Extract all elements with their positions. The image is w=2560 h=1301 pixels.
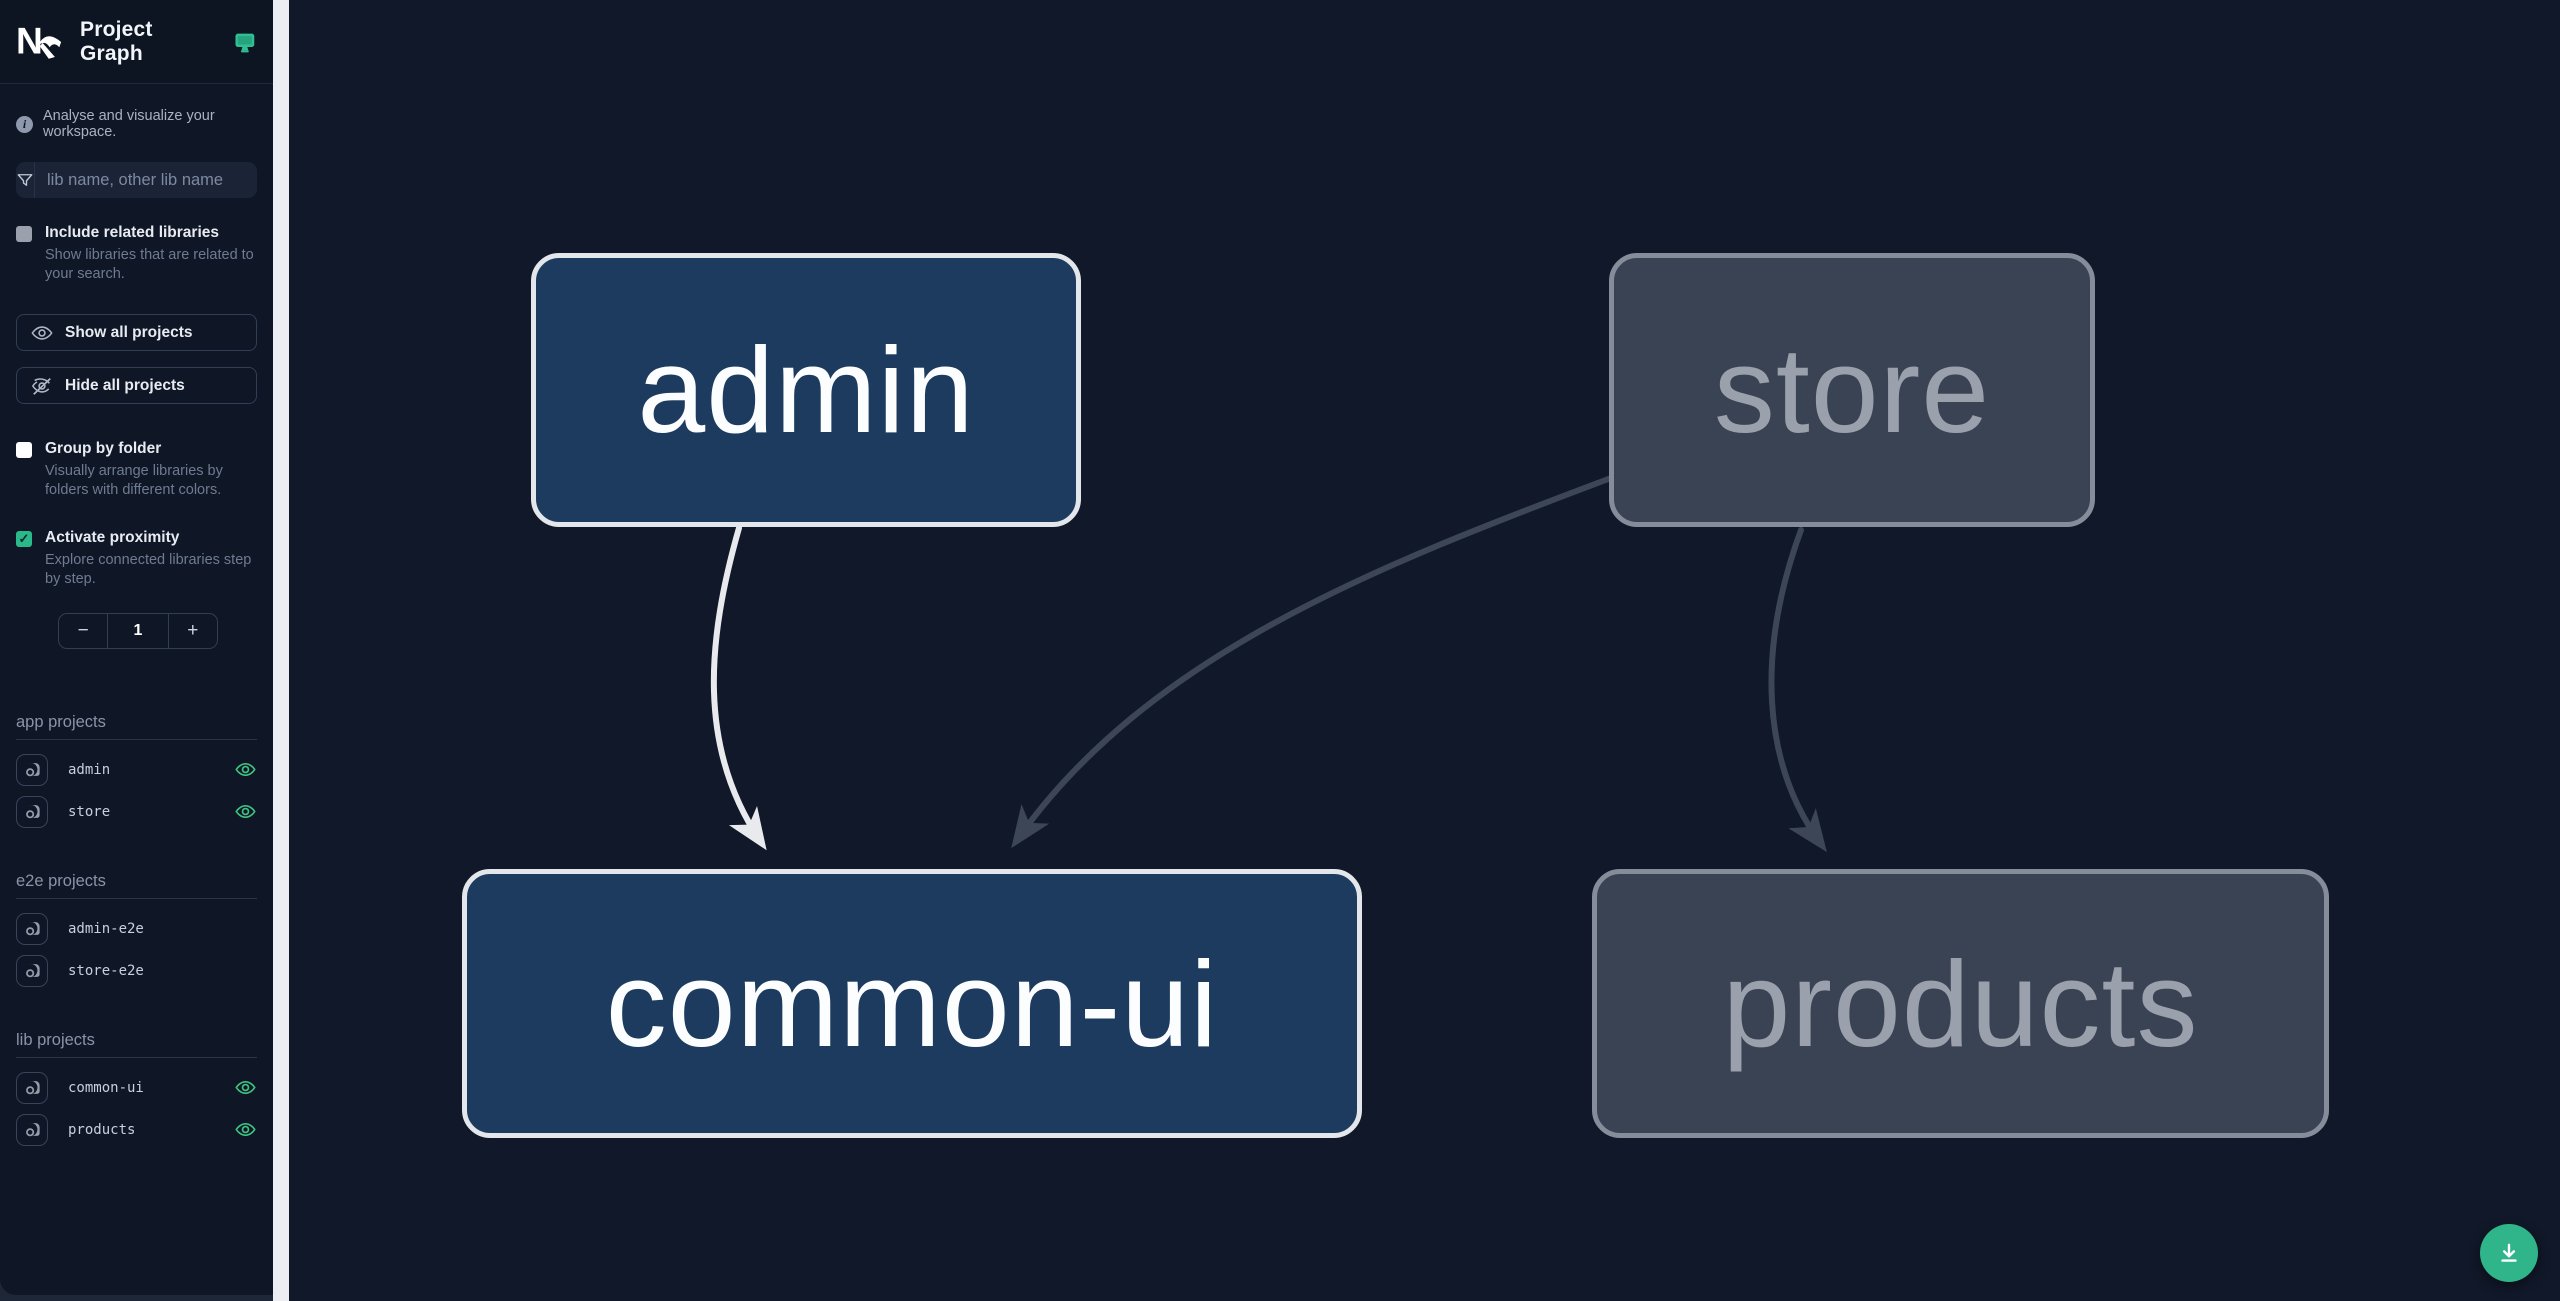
- project-row-common-ui[interactable]: common-ui: [0, 1071, 273, 1104]
- search-input[interactable]: [35, 162, 257, 198]
- show-all-projects-button[interactable]: Show all projects: [16, 314, 257, 352]
- focus-project-icon[interactable]: [16, 1113, 48, 1146]
- nx-logo-icon: N: [16, 23, 62, 61]
- section-header-e2e-projects: e2e projects: [16, 872, 257, 899]
- include-related-option: Include related libraries Show libraries…: [0, 224, 273, 284]
- project-row-store-e2e[interactable]: store-e2e: [0, 954, 273, 987]
- toggle-visibility-eye-icon[interactable]: [233, 1118, 257, 1142]
- proximity-checkbox-checked[interactable]: ✓: [16, 530, 32, 547]
- sidebar-resizer-handle[interactable]: [273, 0, 289, 1301]
- focus-project-icon[interactable]: [16, 1071, 48, 1104]
- page-title: Project Graph: [80, 17, 153, 65]
- sidebar: N Project Graph i Analyse and visualize …: [0, 0, 273, 1301]
- eye-icon: [31, 326, 53, 340]
- toggle-visibility-eye-icon[interactable]: [233, 1076, 257, 1100]
- workspace-tagline: i Analyse and visualize your workspace.: [0, 84, 273, 140]
- project-row-products[interactable]: products: [0, 1113, 273, 1146]
- include-related-checkbox[interactable]: [16, 226, 32, 242]
- edge-store-to-products[interactable]: [1768, 527, 1827, 853]
- project-row-store[interactable]: store: [0, 795, 273, 828]
- filter-funnel-icon: [16, 162, 35, 198]
- group-by-folder-checkbox[interactable]: [16, 442, 32, 459]
- focus-project-icon[interactable]: [16, 753, 48, 786]
- graph-node-store[interactable]: store: [1609, 253, 2095, 527]
- graph-node-common-ui[interactable]: common-ui: [462, 869, 1362, 1138]
- edge-store-to-common-ui[interactable]: [1011, 475, 1614, 849]
- depth-value: 1: [107, 613, 169, 648]
- section-header-app-projects: app projects: [16, 713, 257, 740]
- download-graph-image-button[interactable]: [2480, 1224, 2538, 1282]
- section-header-lib-projects: lib projects: [16, 1031, 257, 1058]
- edge-admin-to-common-ui[interactable]: [710, 525, 767, 851]
- graph-canvas[interactable]: admin store common-ui products: [289, 0, 2560, 1301]
- activate-proximity-option: ✓ Activate proximity Explore connected l…: [0, 529, 273, 589]
- group-by-folder-option: Group by folder Visually arrange librari…: [0, 440, 273, 500]
- eye-off-icon: [31, 377, 51, 395]
- svg-text:N: N: [16, 23, 43, 61]
- proximity-depth-stepper: − 1 +: [58, 612, 218, 649]
- graph-node-admin[interactable]: admin: [531, 253, 1081, 527]
- project-row-admin[interactable]: admin: [0, 753, 273, 786]
- graph-node-products[interactable]: products: [1592, 869, 2329, 1138]
- dependency-edges: [710, 475, 1827, 853]
- download-icon: [2501, 1243, 2517, 1262]
- info-icon: i: [16, 115, 33, 133]
- toggle-visibility-eye-icon[interactable]: [233, 800, 257, 824]
- project-row-admin-e2e[interactable]: admin-e2e: [0, 912, 273, 945]
- increment-button[interactable]: +: [169, 614, 217, 648]
- project-filter: [16, 162, 257, 198]
- decrement-button[interactable]: −: [59, 614, 107, 648]
- toggle-visibility-eye-icon[interactable]: [233, 758, 257, 782]
- focus-project-icon[interactable]: [16, 912, 48, 945]
- focus-project-icon[interactable]: [16, 954, 48, 987]
- sidebar-header: N Project Graph: [0, 0, 273, 84]
- focus-project-icon[interactable]: [16, 795, 48, 828]
- hide-all-projects-button[interactable]: Hide all projects: [16, 367, 257, 405]
- monitor-icon: [235, 33, 255, 52]
